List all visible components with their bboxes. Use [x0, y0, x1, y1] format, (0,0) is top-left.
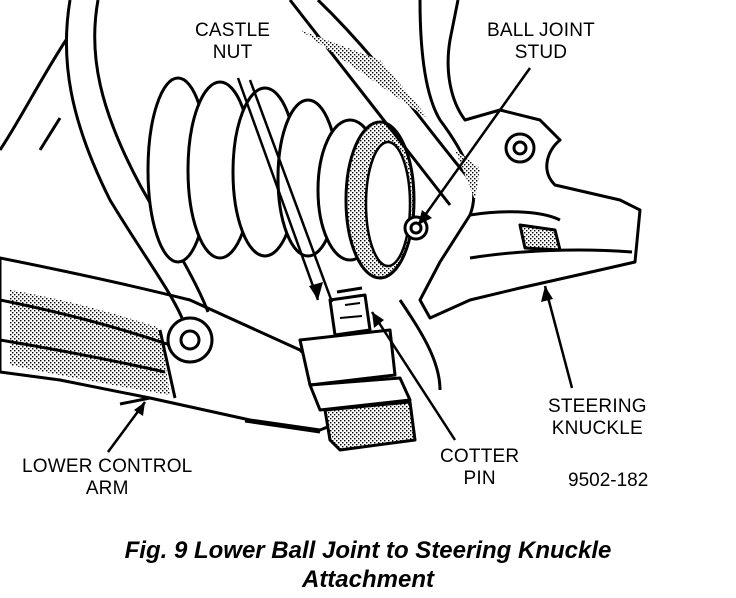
boot-shape	[146, 76, 384, 264]
figure-caption-line1: Fig. 9 Lower Ball Joint to Steering Knuc…	[124, 537, 612, 564]
castle-nut-label-line2: NUT	[212, 42, 253, 63]
figure-caption-line2: Attachment	[301, 566, 434, 593]
lower-control-arm-label-line2: ARM	[85, 478, 129, 499]
lower-control-arm-label: LOWER CONTROL ARM	[22, 456, 192, 500]
tone-ring-shape	[344, 120, 416, 280]
lower-control-arm-label-line1: LOWER CONTROL	[22, 456, 193, 477]
pivot-bolt-shape	[166, 316, 214, 364]
leader-lines	[106, 67, 574, 453]
castle-nut-label-line1: CASTLE	[195, 20, 271, 41]
shaft-shape	[288, 0, 472, 206]
steering-knuckle-label-line1: STEERING	[548, 396, 647, 417]
ball-joint-stud-label-line2: STUD	[514, 42, 568, 63]
upper-strut-shape	[0, 0, 210, 319]
cotter-pin-label-line1: COTTER	[440, 446, 520, 467]
ball-joint-stud-label: BALL JOINT STUD	[487, 20, 595, 64]
steering-knuckle-label: STEERING KNUCKLE	[548, 396, 647, 440]
leader-arrowheads	[134, 210, 553, 416]
cotter-pin-label: COTTER PIN	[440, 446, 519, 490]
steering-knuckle-label-line2: KNUCKLE	[551, 418, 643, 439]
figure-caption: Fig. 9 Lower Ball Joint to Steering Knuc…	[0, 536, 736, 594]
ball-joint-shape	[298, 286, 417, 452]
cotter-pin-label-line2: PIN	[463, 468, 496, 489]
ball-joint-stud-label-line1: BALL JOINT	[487, 20, 595, 41]
castle-nut-label: CASTLE NUT	[195, 20, 270, 64]
figure-code: 9502-182	[568, 470, 649, 491]
